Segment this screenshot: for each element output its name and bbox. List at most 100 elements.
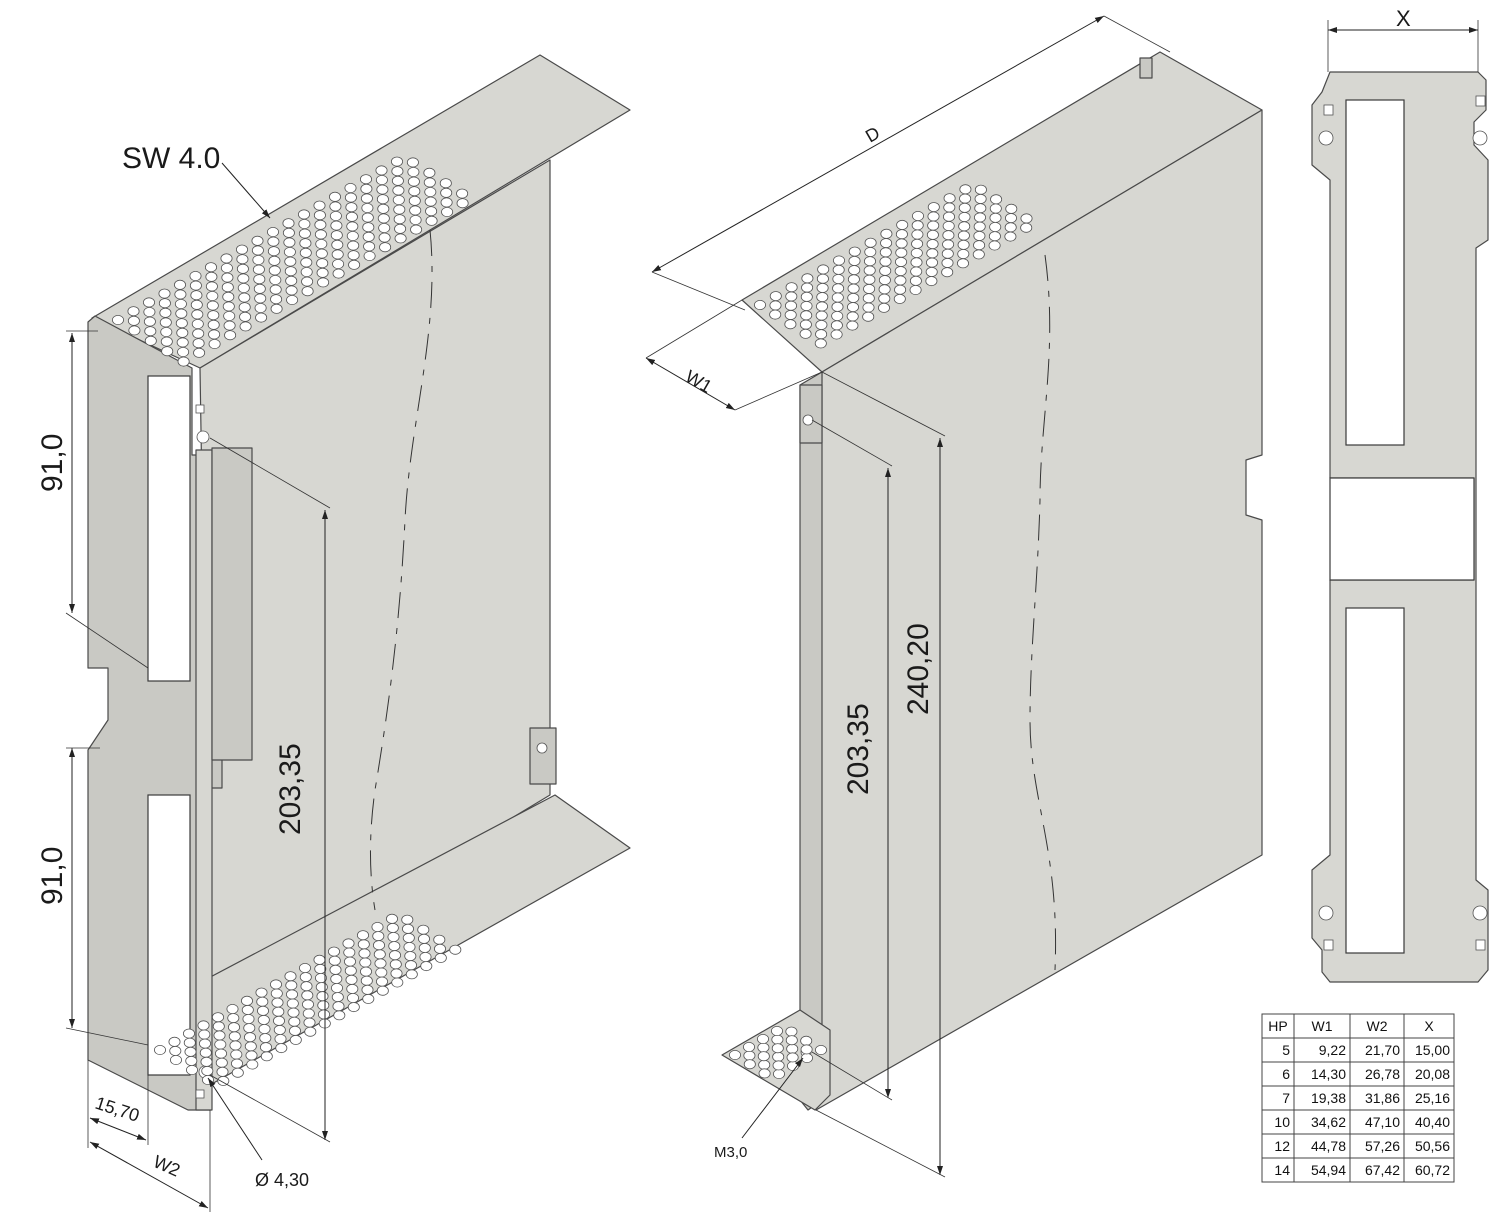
perforation-hole: [211, 1012, 224, 1023]
perforation-hole: [927, 211, 940, 222]
perforation-hole: [254, 302, 267, 313]
perforation-hole: [378, 222, 391, 233]
perforation-hole: [894, 275, 907, 286]
x-label: X: [1396, 6, 1411, 31]
perforation-hole: [299, 238, 312, 249]
left-lower-window: [147, 794, 191, 1076]
table-value: 34,62: [1311, 1114, 1346, 1130]
perforation-hole: [754, 299, 767, 310]
perforation-hole: [272, 1015, 285, 1026]
perforation-hole: [831, 310, 844, 321]
perforation-hole: [772, 1060, 785, 1071]
perforation-hole: [816, 301, 829, 312]
perforation-hole: [161, 346, 174, 357]
perforation-hole: [449, 944, 462, 955]
w2-label: W2: [150, 1151, 183, 1180]
perforation-hole: [817, 264, 830, 275]
table-value: 12: [1274, 1138, 1290, 1154]
perforation-hole: [213, 1030, 226, 1041]
table-value: 21,70: [1365, 1042, 1400, 1058]
perforation-hole: [800, 300, 813, 311]
table-cell: [1293, 1133, 1351, 1159]
perforation-hole: [406, 157, 419, 168]
perforation-hole: [329, 210, 342, 221]
table-cell: [1261, 1109, 1295, 1135]
table-cell: [1261, 1085, 1295, 1111]
perforation-hole: [895, 238, 908, 249]
table-header: HP: [1268, 1018, 1287, 1034]
perforation-hole: [863, 265, 876, 276]
perforation-hole: [342, 938, 355, 949]
perforation-hole: [988, 231, 1001, 242]
table-value: 10: [1274, 1114, 1290, 1130]
perforation-hole: [833, 255, 846, 266]
perforation-hole: [410, 224, 423, 235]
perforation-hole: [864, 237, 877, 248]
perforation-hole: [359, 174, 372, 185]
perforation-hole: [894, 266, 907, 277]
perforation-hole: [758, 1059, 771, 1070]
perforation-hole: [895, 247, 908, 258]
perforation-hole: [238, 302, 251, 313]
perforation-hole: [910, 247, 923, 258]
perforation-hole: [417, 924, 430, 935]
perforation-hole: [757, 1034, 770, 1045]
perforation-hole: [182, 1028, 195, 1039]
perforation-hole: [771, 1026, 784, 1037]
perforation-hole: [256, 996, 269, 1007]
perforation-hole: [348, 259, 361, 270]
perforation-hole: [385, 913, 398, 924]
perforation-hole: [894, 284, 907, 295]
perforation-hole: [260, 1051, 273, 1062]
table-cell: [1261, 1157, 1295, 1183]
perforation-hole: [215, 1057, 228, 1068]
perforation-hole: [388, 950, 401, 961]
left-rear-tab-hole: [536, 742, 548, 754]
perforation-hole: [743, 1042, 756, 1053]
perforation-hole: [1020, 213, 1033, 224]
w1-label: W1: [682, 366, 715, 397]
perforation-hole: [332, 268, 345, 279]
perforation-hole: [222, 291, 235, 302]
perforation-hole: [785, 282, 798, 293]
perforation-hole: [943, 211, 956, 222]
perforation-hole: [198, 1038, 211, 1049]
perforation-hole: [287, 1007, 300, 1018]
perforation-hole: [283, 246, 296, 257]
perforation-hole: [785, 1035, 798, 1046]
perforation-hole: [223, 310, 236, 321]
perforation-hole: [227, 1022, 240, 1033]
perforation-hole: [771, 1034, 784, 1045]
perforation-hole: [183, 1037, 196, 1048]
perforation-hole: [376, 985, 389, 996]
perforation-hole: [144, 335, 157, 346]
middle-rear-tab: [1139, 57, 1153, 79]
perforation-hole: [345, 974, 358, 985]
perforation-hole: [786, 1043, 799, 1054]
perforation-hole: [268, 265, 281, 276]
middle-break-line: [1029, 254, 1057, 971]
perforation-hole: [862, 302, 875, 313]
table-value: 5: [1282, 1042, 1290, 1058]
perforation-hole: [800, 1035, 813, 1046]
perforation-hole: [226, 1004, 239, 1015]
table-value: 7: [1282, 1090, 1290, 1106]
perforation-hole: [941, 248, 954, 259]
perforation-hole: [258, 1024, 271, 1035]
perforation-hole: [343, 956, 356, 967]
perforation-hole: [240, 995, 253, 1006]
perforation-hole: [254, 293, 267, 304]
perforation-hole: [200, 1056, 213, 1067]
perforation-hole: [846, 311, 859, 322]
table-value: 54,94: [1311, 1162, 1346, 1178]
perforation-hole: [407, 166, 420, 177]
perforation-hole: [159, 307, 172, 318]
perforation-hole: [251, 245, 264, 256]
perforation-hole: [371, 922, 384, 933]
perforation-hole: [407, 176, 420, 187]
perforation-hole: [315, 248, 328, 259]
perforation-hole: [387, 932, 400, 943]
perforation-hole: [237, 282, 250, 293]
perforation-hole: [848, 255, 861, 266]
perforation-hole: [344, 192, 357, 203]
